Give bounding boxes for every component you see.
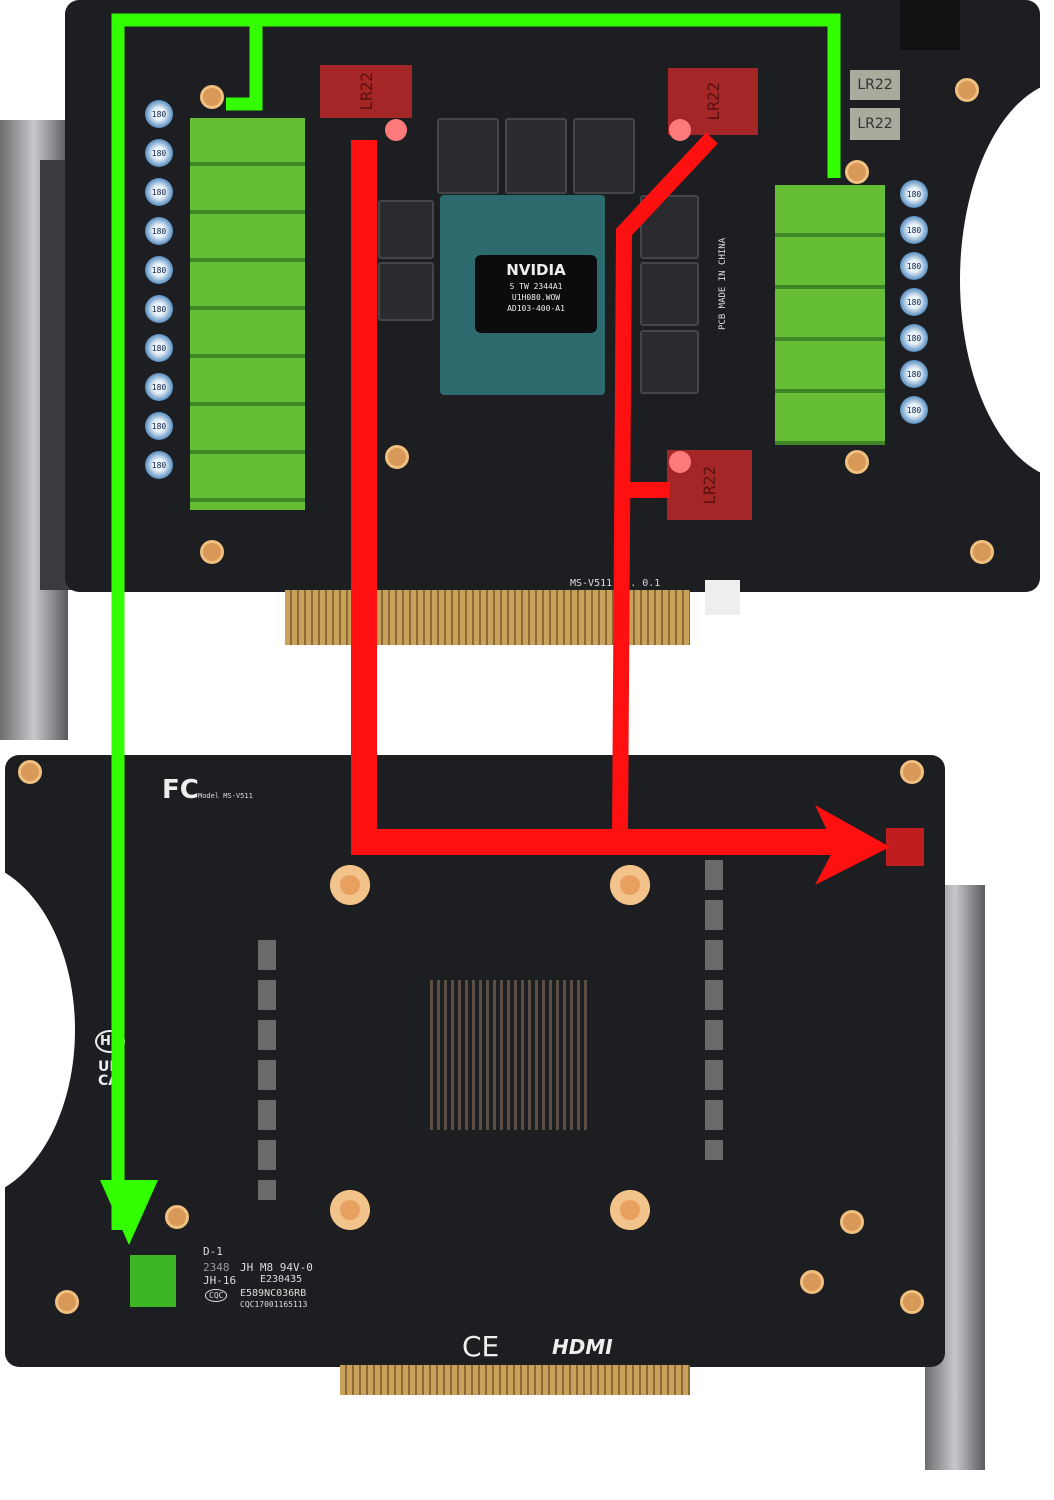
inductor: LR22: [850, 70, 900, 100]
gpu-backside-pads: [430, 980, 590, 1130]
target-chip-red-highlight: [886, 828, 924, 866]
highlight-dot: [669, 119, 691, 141]
mount-hole: [18, 760, 42, 784]
mount-hole: [385, 445, 409, 469]
mount-hole: [900, 760, 924, 784]
capacitor: 180: [900, 324, 928, 352]
capacitor: 180: [900, 180, 928, 208]
mount-hole: [840, 1210, 864, 1234]
mount-hole: [200, 540, 224, 564]
green-path-branch: [226, 20, 263, 111]
mount-hole: [900, 1290, 924, 1314]
mount-hole: [610, 865, 650, 905]
component-column: [258, 940, 276, 1200]
memory-chip: [573, 118, 635, 194]
marking: E589NC036RB: [240, 1288, 307, 1299]
marking: JH-16: [203, 1274, 237, 1287]
vrm-right-phases-highlight: [775, 185, 885, 445]
marking: E230435: [260, 1274, 303, 1285]
capacitor: 180: [145, 295, 173, 323]
ce-mark: CE: [462, 1330, 500, 1363]
gpu-die: NVIDIA S TW 2344A1 U1H080.WOW AD103-400-…: [475, 255, 597, 333]
capacitor-column-left: 180 180 180 180 180 180 180 180 180 180: [145, 100, 173, 479]
model-label: Model MS-V511: [198, 792, 253, 800]
mount-hole: [330, 865, 370, 905]
vrm-gpu-phases-highlight: [190, 118, 305, 510]
mount-hole: [845, 450, 869, 474]
green-path-main: [111, 13, 841, 1230]
red-arrowhead-icon: [815, 805, 890, 885]
capacitor: 180: [900, 396, 928, 424]
memory-chip: [640, 262, 699, 326]
highlight-dot: [385, 119, 407, 141]
target-chip-green-highlight: [130, 1255, 176, 1307]
inductor-highlight: LR22: [320, 65, 412, 118]
mount-hole: [845, 160, 869, 184]
gpu-brand: NVIDIA: [506, 261, 566, 279]
capacitor: 180: [145, 256, 173, 284]
capacitor: 180: [145, 178, 173, 206]
mount-hole: [330, 1190, 370, 1230]
mount-hole: [165, 1205, 189, 1229]
gpu-model: AD103-400-A1: [507, 304, 565, 313]
red-path-right: [612, 132, 718, 836]
cqc-logo: CQC: [205, 1289, 228, 1302]
pcie-fingers-bottom: [340, 1365, 690, 1395]
gpu-package: NVIDIA S TW 2344A1 U1H080.WOW AD103-400-…: [440, 195, 605, 395]
inductor: LR22: [850, 108, 900, 140]
green-route: [111, 13, 841, 1230]
capacitor: 180: [900, 216, 928, 244]
hdmi-logo: HDMI: [552, 1335, 613, 1359]
capacitor: 180: [145, 217, 173, 245]
marking: JH M8 94V-0: [240, 1261, 313, 1274]
capacitor: 180: [145, 451, 173, 479]
capacitor: 180: [145, 334, 173, 362]
capacitor: 180: [145, 412, 173, 440]
memory-chip: [437, 118, 499, 194]
mount-hole: [610, 1190, 650, 1230]
capacitor: 180: [900, 252, 928, 280]
memory-chip: [505, 118, 567, 194]
capacitor: 180: [900, 288, 928, 316]
marking: D-1: [203, 1245, 223, 1258]
mount-hole: [55, 1290, 79, 1314]
qr-label: [705, 580, 740, 615]
capacitor: 180: [900, 360, 928, 388]
capacitor: 180: [145, 373, 173, 401]
capacitor-column-right: 180 180 180 180 180 180 180: [900, 180, 928, 424]
memory-chip: [378, 262, 434, 321]
gpu-marking: U1H080.WOW: [511, 293, 561, 302]
component-column: [705, 860, 723, 1160]
green-arrowhead-icon: [100, 1180, 158, 1245]
fcc-logo: FC: [162, 775, 199, 805]
red-path-left: [351, 140, 840, 855]
mount-hole: [200, 85, 224, 109]
capacitor: 180: [145, 100, 173, 128]
mount-hole: [800, 1270, 824, 1294]
mount-hole: [955, 78, 979, 102]
gpu-marking: S TW 2344A1: [509, 282, 563, 291]
capacitor: 180: [145, 139, 173, 167]
memory-chip: [378, 200, 434, 259]
marking: 2348: [203, 1261, 230, 1274]
power-connector: [900, 0, 960, 50]
marking: CQC17001165113: [240, 1300, 308, 1309]
mount-hole: [970, 540, 994, 564]
red-route: [351, 140, 840, 855]
memory-chip: [640, 330, 699, 394]
red-route-right: [612, 132, 718, 836]
highlight-dot: [669, 451, 691, 473]
